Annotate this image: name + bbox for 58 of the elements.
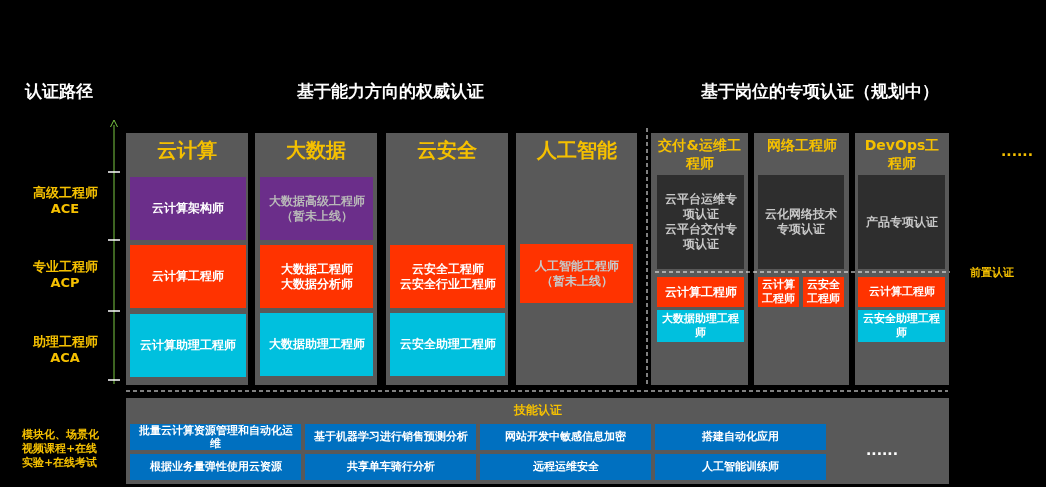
skill-box: 远程运维安全 bbox=[480, 454, 651, 480]
certification-box bbox=[657, 175, 744, 269]
section-heading: 基于能力方向的权威认证 bbox=[296, 80, 484, 103]
level-label: 专业工程师 ACP bbox=[31, 259, 99, 292]
column-heading: 云计算 bbox=[156, 137, 218, 163]
certification-box: 大数据助理工程师 bbox=[260, 313, 373, 376]
certification-box: 大数据高级工程师（暂未上线） bbox=[260, 177, 373, 240]
skills-panel bbox=[126, 398, 949, 484]
skill-box: 网站开发中敏感信息加密 bbox=[480, 424, 651, 450]
certification-name: 云平台运维专项认证 bbox=[663, 192, 738, 222]
column-panel bbox=[386, 133, 508, 385]
certification-name: 大数据工程师 bbox=[280, 261, 353, 277]
column-panel bbox=[651, 133, 748, 385]
certification-box: 云计算工程师 bbox=[657, 277, 744, 307]
certification-name: 云安全行业工程师 bbox=[399, 276, 496, 292]
certification-box: 云安全工程师 bbox=[803, 277, 844, 307]
ellipsis: ...... bbox=[1001, 143, 1033, 159]
note: 前置认证 bbox=[970, 265, 1014, 280]
column-heading: 云安全 bbox=[416, 137, 478, 163]
column-panel bbox=[855, 133, 949, 385]
certification-box bbox=[390, 245, 505, 308]
section-heading: 基于岗位的专项认证（规划中） bbox=[701, 80, 939, 103]
level-label: 助理工程师 ACA bbox=[31, 334, 99, 367]
column-panel bbox=[516, 133, 637, 385]
certification-box: 云计算架构师 bbox=[130, 177, 246, 240]
certification-box: 云计算工程师 bbox=[858, 277, 945, 307]
ellipsis: ...... bbox=[866, 442, 898, 458]
certification-box: 人工智能工程师（暂未上线） bbox=[520, 244, 633, 303]
certification-box: 云计算工程师 bbox=[130, 245, 246, 308]
column-panel bbox=[126, 133, 248, 385]
skill-box: 搭建自动化应用 bbox=[655, 424, 826, 450]
column-panel bbox=[255, 133, 377, 385]
certification-box: 云化网络技术专项认证 bbox=[758, 175, 844, 269]
column-panel bbox=[754, 133, 849, 385]
column-heading: 网络工程师 bbox=[765, 136, 838, 154]
skill-box: 根据业务量弹性使用云资源 bbox=[130, 454, 301, 480]
section-heading: 认证路径 bbox=[25, 80, 93, 103]
certification-box: 产品专项认证 bbox=[858, 175, 945, 269]
certification-box bbox=[260, 245, 373, 308]
column-heading: 交付&运维工程师 bbox=[657, 136, 742, 172]
column-heading: 技能认证 bbox=[512, 402, 563, 419]
column-heading: DevOps工程师 bbox=[863, 136, 941, 172]
certification-name: 大数据分析师 bbox=[280, 276, 353, 292]
note: 模块化、场景化视频课程+在线实验+在线考试 bbox=[22, 428, 100, 470]
column-heading: 人工智能 bbox=[535, 137, 618, 163]
certification-box: 云计算助理工程师 bbox=[130, 314, 246, 377]
certification-box: 云计算工程师 bbox=[758, 277, 799, 307]
certification-box: 云安全助理工程师 bbox=[390, 313, 505, 376]
column-heading: 大数据 bbox=[285, 137, 347, 163]
certification-box: 云安全助理工程师 bbox=[858, 310, 945, 342]
certification-name: 云安全工程师 bbox=[411, 261, 484, 277]
certification-name: 云平台交付专项认证 bbox=[663, 222, 738, 252]
skill-box: 基于机器学习进行销售预测分析 bbox=[305, 424, 476, 450]
skill-box: 批量云计算资源管理和自动化运维 bbox=[130, 424, 301, 450]
certification-box: 大数据助理工程师 bbox=[657, 310, 744, 342]
skill-box: 共享单车骑行分析 bbox=[305, 454, 476, 480]
level-label: 高级工程师 ACE bbox=[31, 185, 99, 218]
skill-box: 人工智能训练师 bbox=[655, 454, 826, 480]
